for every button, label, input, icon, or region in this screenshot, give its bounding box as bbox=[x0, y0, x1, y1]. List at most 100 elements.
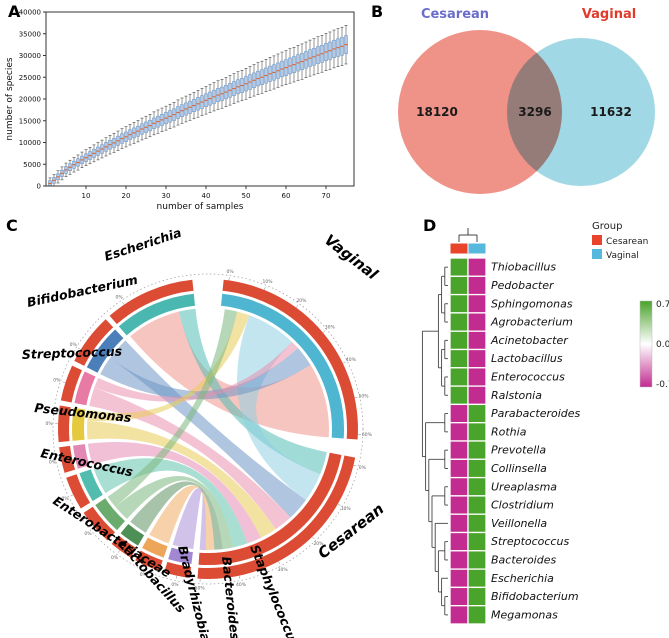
chord-ribbon bbox=[94, 342, 298, 402]
y-tick-label: 20000 bbox=[19, 96, 41, 104]
svg-text:0%: 0% bbox=[227, 269, 235, 275]
svg-text:10%: 10% bbox=[341, 506, 352, 512]
row-label: Parabacteroides bbox=[491, 407, 581, 420]
svg-text:0%: 0% bbox=[359, 465, 367, 471]
heatmap-cell bbox=[449, 495, 469, 515]
heatmap-cell bbox=[449, 440, 469, 460]
y-tick-label: 30000 bbox=[19, 52, 41, 60]
chord-ribbon bbox=[172, 488, 207, 550]
sector-label: Vaginal bbox=[321, 231, 382, 284]
x-tick-label: 20 bbox=[122, 192, 131, 200]
heatmap-cell bbox=[467, 367, 487, 387]
row-label: Streptococcus bbox=[491, 535, 569, 548]
vaginal-set-label: Vaginal bbox=[582, 7, 636, 22]
sector-label: Escherichia bbox=[102, 225, 183, 264]
heatmap-cell bbox=[449, 550, 469, 570]
row-label: Prevotella bbox=[491, 444, 546, 457]
plot-border bbox=[45, 11, 355, 187]
chord-ribbon bbox=[237, 315, 321, 501]
heatmap-cell bbox=[449, 367, 469, 387]
heatmap-cell bbox=[449, 385, 469, 406]
legend-swatch bbox=[592, 235, 602, 245]
heatmap-cell bbox=[467, 550, 487, 570]
svg-text:20%: 20% bbox=[313, 541, 324, 547]
heatmap-cell bbox=[449, 531, 469, 552]
svg-text:40%: 40% bbox=[346, 357, 357, 363]
heatmap-cell bbox=[467, 422, 487, 442]
chord-ribbons bbox=[87, 308, 329, 551]
chord-ribbon bbox=[107, 309, 238, 507]
y-tick-label: 0 bbox=[37, 183, 41, 191]
y-tick-label: 35000 bbox=[19, 30, 41, 38]
heatmap-cell bbox=[449, 293, 469, 314]
svg-text:60%: 60% bbox=[362, 432, 373, 438]
heatmap-cell bbox=[467, 330, 487, 351]
row-label: Thiobacillus bbox=[491, 261, 556, 274]
heatmap-cell bbox=[449, 605, 469, 625]
chord-ribbon bbox=[178, 308, 327, 475]
svg-text:0%: 0% bbox=[46, 421, 54, 427]
outer-dotted-circle bbox=[52, 273, 364, 585]
svg-text:30%: 30% bbox=[325, 324, 336, 330]
legend-swatch bbox=[592, 249, 602, 259]
heatmap-cell bbox=[449, 513, 469, 534]
chord-ribbon bbox=[93, 458, 248, 548]
heatmap-cell bbox=[467, 568, 487, 589]
heatmap-cell bbox=[467, 476, 487, 497]
y-axis-label: number of species bbox=[5, 57, 15, 140]
color-scale-label: 0.00 bbox=[656, 340, 669, 350]
panel-b-label: B bbox=[371, 2, 384, 21]
heatmap-cell bbox=[449, 275, 469, 296]
panel-a-label: A bbox=[8, 2, 21, 21]
svg-text:50%: 50% bbox=[195, 585, 206, 591]
row-label: Bacteroides bbox=[491, 553, 556, 566]
heatmap-cell bbox=[467, 605, 487, 625]
svg-text:20%: 20% bbox=[296, 298, 307, 304]
chord-ribbon bbox=[130, 311, 329, 438]
chord-ribbon bbox=[89, 387, 291, 530]
row-label: Lactobacillus bbox=[491, 352, 563, 365]
chord-ribbon bbox=[87, 420, 276, 538]
row-labels: ThiobacillusPedobacterSphingomonasAgroba… bbox=[490, 261, 581, 622]
sector-label: Streptococcus bbox=[22, 344, 123, 362]
heatmap-cell bbox=[449, 422, 469, 442]
svg-text:0%: 0% bbox=[84, 531, 92, 537]
svg-text:0%: 0% bbox=[111, 555, 119, 561]
svg-text:50%: 50% bbox=[359, 393, 370, 399]
y-tick-label: 5000 bbox=[23, 161, 41, 169]
rarefaction-boxplot-chart: 0500010000150002000025000300003500040000… bbox=[5, 9, 355, 212]
heatmap-cell bbox=[467, 458, 487, 479]
svg-text:10%: 10% bbox=[263, 279, 274, 285]
color-scale-label: 0.71 bbox=[656, 300, 669, 310]
legend-title: Group bbox=[592, 221, 622, 232]
row-label: Enterococcus bbox=[491, 370, 565, 383]
x-tick-label: 50 bbox=[242, 192, 251, 200]
y-tick-label: 10000 bbox=[19, 139, 41, 147]
row-dendrogram bbox=[421, 266, 448, 616]
vaginal-only-count: 11632 bbox=[590, 105, 632, 119]
chord-ribbon bbox=[130, 481, 223, 550]
heatmap-cell bbox=[449, 403, 469, 424]
row-label: Acinetobacter bbox=[490, 334, 569, 347]
row-label: Ureaplasma bbox=[491, 480, 557, 493]
svg-text:0%: 0% bbox=[171, 582, 179, 588]
heatmap-cell bbox=[449, 586, 469, 607]
heatmap-cell bbox=[449, 476, 469, 497]
row-label: Ralstonia bbox=[491, 389, 542, 402]
percent-tick-labels: 0%10%20%30%40%50%60%0%10%20%30%40%50%0%0… bbox=[46, 269, 373, 591]
overlap-count: 3296 bbox=[518, 105, 551, 119]
heatmap-cell bbox=[467, 586, 487, 607]
row-label: Agrobacterium bbox=[490, 316, 573, 329]
venn-circle-vaginal bbox=[507, 38, 655, 186]
color-scale-label: -0.71 bbox=[656, 380, 669, 390]
heatmap-cell bbox=[467, 293, 487, 314]
chord-ribbon bbox=[149, 485, 215, 551]
y-tick-label: 25000 bbox=[19, 74, 41, 82]
heatmap-cell bbox=[449, 348, 469, 369]
cesarean-set-label: Cesarean bbox=[421, 7, 489, 22]
y-tick-label: 40000 bbox=[19, 9, 41, 17]
heatmap-cell bbox=[467, 495, 487, 515]
x-tick-label: 40 bbox=[202, 192, 211, 200]
svg-text:40%: 40% bbox=[236, 582, 247, 588]
